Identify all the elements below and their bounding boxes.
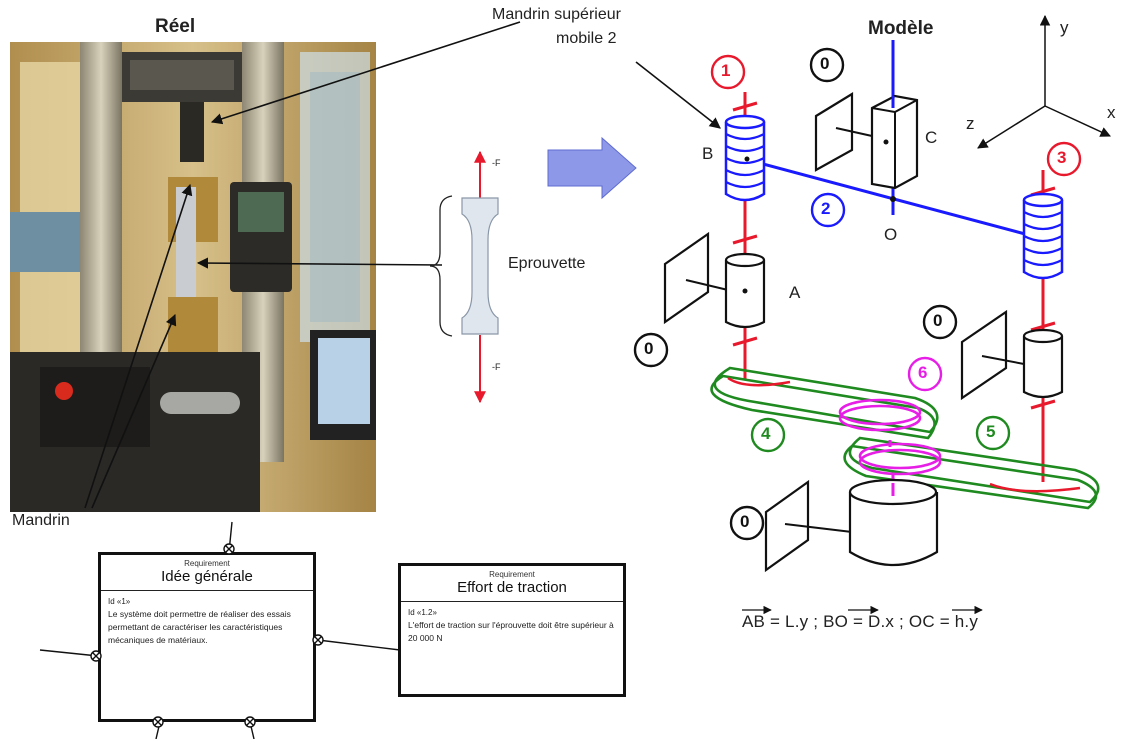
label-mandrin-sup-2: mobile 2 [556, 30, 617, 47]
belt-4 [710, 366, 939, 440]
part-number-6: 6 [918, 363, 928, 382]
axis-z-label: z [966, 114, 975, 133]
label-mandrin: Mandrin [12, 512, 70, 529]
belt-5 [843, 436, 1100, 510]
part-number-0-top: 0 [820, 54, 830, 73]
transition-arrow [547, 136, 637, 200]
requirement-general-separator [101, 590, 313, 591]
label-force-up: -F [492, 158, 501, 168]
requirement-general: Requirement Idée générale Id «1» Le syst… [98, 552, 316, 722]
nut-B [724, 114, 766, 202]
eprouvette-leader [196, 257, 443, 269]
requirement-traction-id: Id «1.2» [408, 608, 437, 617]
nut-3 [1022, 192, 1064, 280]
point-C: C [925, 128, 938, 147]
model-leader-arrow [635, 61, 721, 129]
specimen-figure [461, 150, 499, 404]
point-A: A [789, 283, 801, 302]
axes-frame [977, 14, 1111, 149]
point-O: O [884, 225, 898, 244]
slider-C [814, 92, 919, 202]
mandrin-leaders [84, 183, 193, 509]
motor [764, 478, 939, 573]
requirement-traction-stereotype: Requirement [489, 570, 535, 579]
requirement-general-name: Idée générale [161, 568, 253, 585]
requirement-traction-text: L'effort de traction sur l'éprouvette do… [408, 620, 614, 643]
axis-y-label: y [1060, 18, 1069, 37]
pivot-right [960, 309, 1064, 401]
label-reel: Réel [155, 16, 196, 37]
requirement-general-stereotype: Requirement [184, 559, 230, 568]
part-circles [633, 47, 1082, 541]
label-mandrin-sup: Mandrin supérieur [492, 6, 621, 23]
part-number-0-right: 0 [933, 311, 943, 330]
pivot-A [663, 231, 766, 329]
mandrin-sup-leader [210, 21, 521, 125]
part-number-0-a: 0 [644, 339, 654, 358]
part-number-5: 5 [986, 422, 996, 441]
requirement-traction-separator [401, 601, 623, 602]
label-force-down: -F [492, 362, 501, 372]
eprouvette-brace [429, 195, 453, 337]
part-number-0-motor: 0 [740, 512, 750, 531]
requirement-traction: Requirement Effort de traction Id «1.2» … [398, 563, 626, 697]
tensile-machine-photo [10, 42, 376, 512]
requirement-general-text: Le système doit permettre de réaliser de… [108, 609, 291, 645]
point-B: B [702, 144, 714, 163]
formula: AB = L.y ; BO = D.x ; OC = h.y [742, 612, 979, 631]
label-eprouvette: Eprouvette [508, 255, 586, 272]
requirement-general-id: Id «1» [108, 597, 131, 606]
requirement-traction-name: Effort de traction [457, 579, 567, 596]
part-number-3: 3 [1057, 148, 1067, 167]
label-modele: Modèle [868, 18, 934, 39]
part-number-1: 1 [721, 61, 731, 80]
part-number-4: 4 [761, 424, 771, 443]
part-number-2: 2 [821, 199, 831, 218]
axis-x-label: x [1107, 103, 1116, 122]
